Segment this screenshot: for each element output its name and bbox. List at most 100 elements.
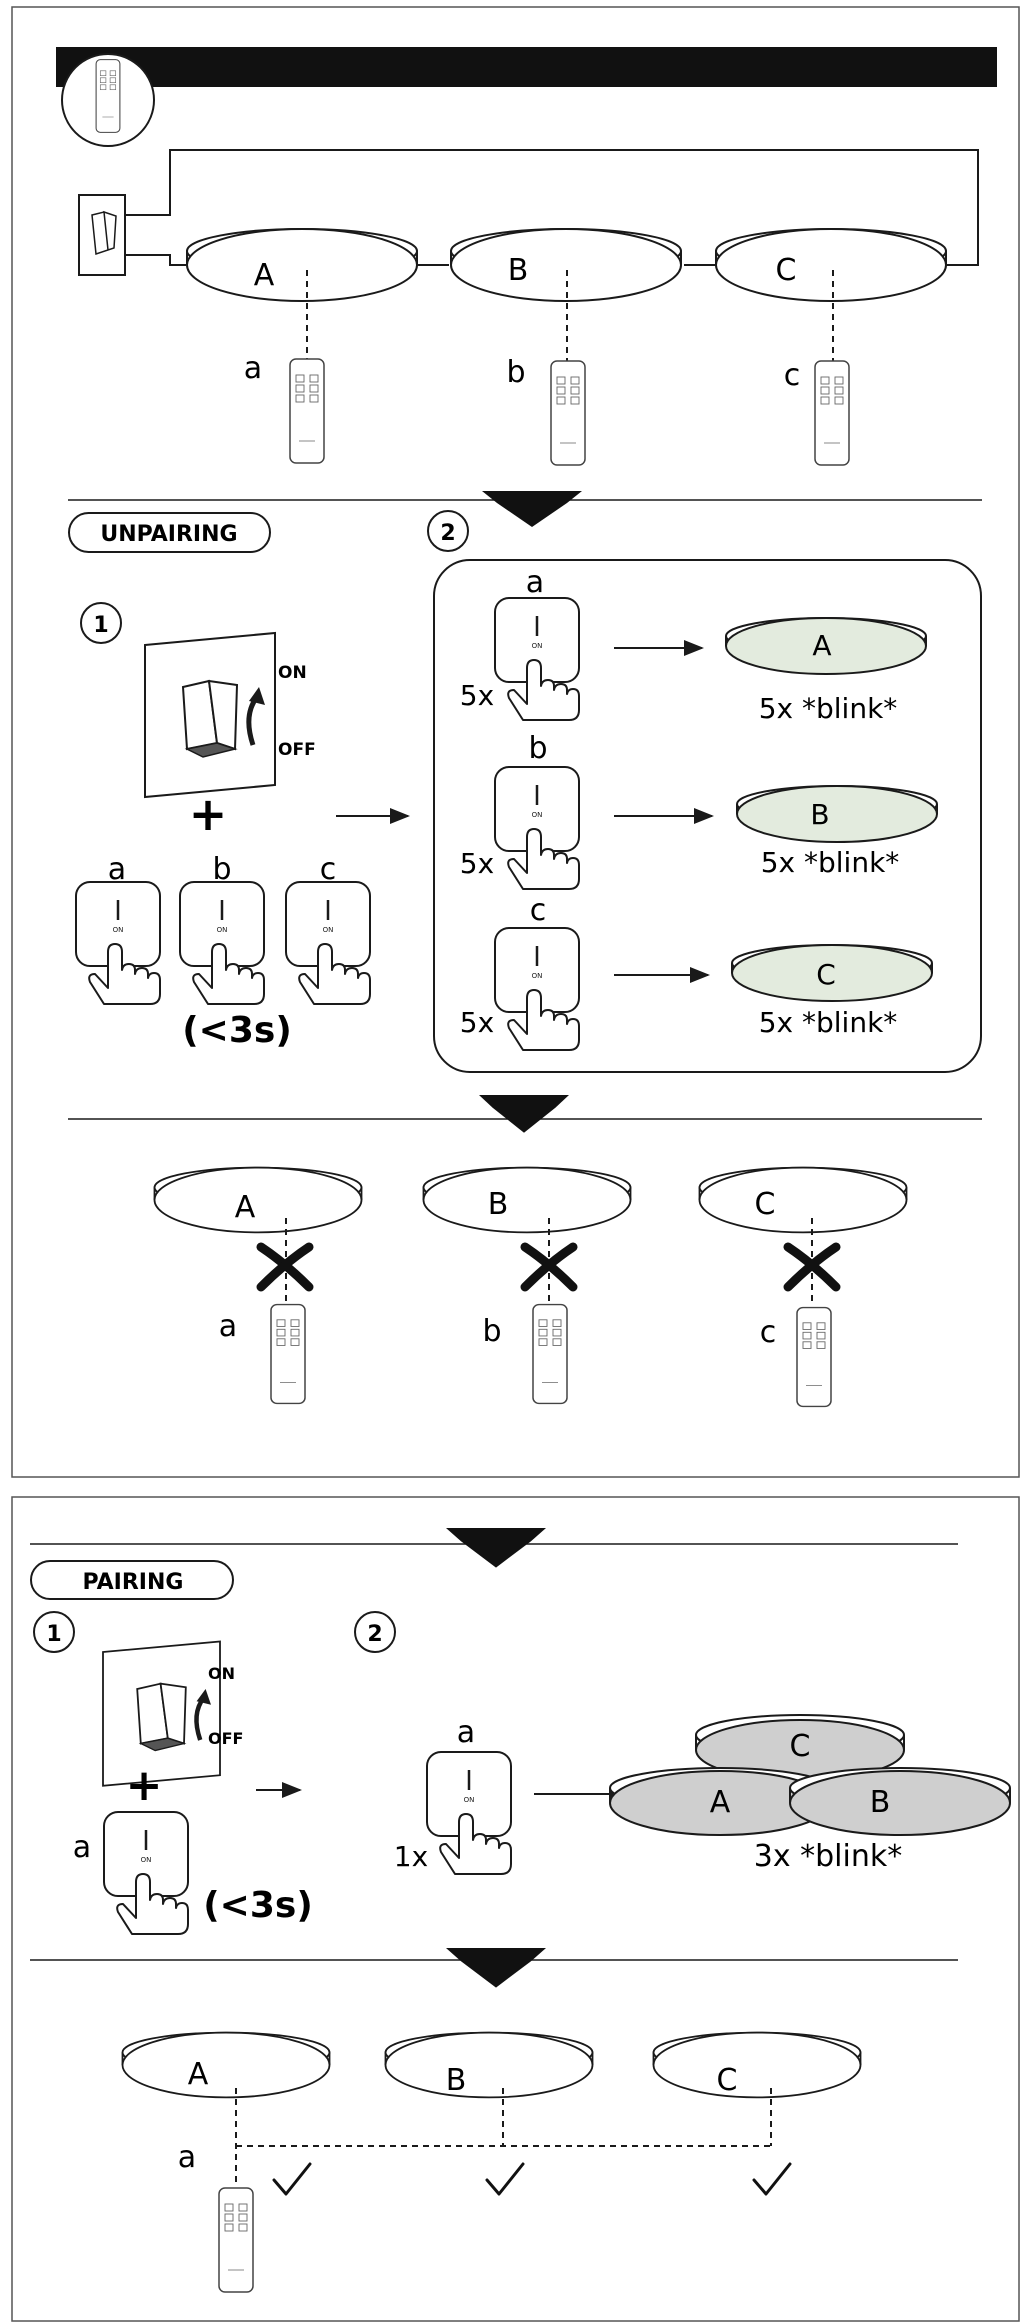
- unpairing-step1-num: 1: [93, 613, 108, 638]
- top-link-lines: [306, 270, 834, 362]
- remote-icon: [270, 1303, 306, 1405]
- pairing-lamp-b-label: B: [870, 1785, 891, 1820]
- top-lamp-b: [450, 228, 682, 302]
- unpairing-step-b-remote: b: [528, 731, 547, 766]
- unpairing-step1-badge: [80, 602, 122, 644]
- result-remote-b-label: b: [482, 1314, 501, 1349]
- hand-press-icon: [493, 596, 581, 722]
- switch-glyph: [91, 210, 117, 256]
- hand-press-icon: [178, 880, 266, 1006]
- unpairing-duration: (<3s): [182, 1010, 292, 1051]
- arrow-down-icon: [479, 1095, 569, 1133]
- wiring-line: [125, 149, 979, 266]
- pairing-result-lamp-a: [121, 2031, 331, 2099]
- remote-icon: [814, 360, 850, 466]
- pairing-step2-remote: a: [457, 1715, 475, 1750]
- pairing-step1-num: 1: [46, 1622, 61, 1647]
- ceiling-lamp-icon: [736, 785, 938, 843]
- result-lamp-b: [422, 1166, 632, 1234]
- panel-top-frame: [11, 6, 1020, 1478]
- arrow-down-icon: [446, 1528, 546, 1568]
- result-lamp-c-label: C: [755, 1187, 776, 1222]
- top-lamp-b-label: B: [508, 253, 529, 288]
- unpairing-step-b-lamp: B: [810, 798, 829, 831]
- check-icon: [272, 2162, 312, 2196]
- pairing-link-lines: [235, 2088, 772, 2185]
- pairing-step2-badge: [354, 1611, 396, 1653]
- remote-icon: [95, 59, 121, 133]
- unpairing-step2-badge: [427, 510, 469, 552]
- pairing-plus: +: [126, 1760, 163, 1811]
- remote-icon: [289, 358, 325, 464]
- pairing-result-lamp-b: [384, 2031, 594, 2099]
- unpairing-remote-a-label: a: [108, 852, 126, 887]
- pairing-result-lamp-c: [652, 2031, 862, 2099]
- unpairing-switch-on: ON: [278, 663, 307, 683]
- unpairing-step-a-lamp: A: [812, 629, 831, 662]
- unpairing-step-b-result: 5x *blink*: [761, 846, 900, 879]
- pairing-step1-badge: [33, 1611, 75, 1653]
- unpairing-pill: [68, 512, 271, 553]
- pairing-switch-on: ON: [208, 1664, 235, 1683]
- pairing-lamp-a-label: A: [710, 1785, 731, 1820]
- top-lamp-a: [186, 228, 418, 302]
- unpairing-step-c-remote: c: [530, 893, 547, 928]
- unpairing-step2-num: 2: [440, 521, 455, 546]
- remote-icon: [218, 2187, 254, 2293]
- unpairing-switch-off: OFF: [278, 740, 316, 760]
- top-lamp-c-label: C: [776, 253, 797, 288]
- pairing-result: 3x *blink*: [754, 1839, 902, 1874]
- hand-press-icon: [74, 880, 162, 1006]
- pairing-lamp-b: [789, 1767, 1011, 1836]
- result-lamp-a-label: A: [235, 1190, 256, 1225]
- unpairing-step2-box: [433, 559, 982, 1073]
- pairing-remote-label: a: [73, 1830, 91, 1865]
- hand-press-icon: [284, 880, 372, 1006]
- unpairing-step-c-lamp: C: [816, 958, 836, 991]
- panel-bottom-frame: [11, 1496, 1020, 2322]
- pairing-step2-num: 2: [367, 1622, 382, 1647]
- unpairing-remote-c-label: c: [320, 852, 337, 887]
- remote-icon: [550, 360, 586, 466]
- pairing-result-lamp-b-label: B: [446, 2063, 467, 2098]
- result-lamp-c: [698, 1166, 908, 1234]
- pairing-step2-count: 1x: [394, 1840, 428, 1873]
- unpairing-step-c-count: 5x: [460, 1006, 494, 1039]
- pairing-pill: [30, 1560, 234, 1600]
- arrow-down-icon: [482, 491, 582, 527]
- pairing-result-lamp-c-label: C: [717, 2063, 738, 2098]
- hand-press-icon: [102, 1810, 190, 1936]
- unpairing-step-c-result: 5x *blink*: [759, 1006, 898, 1039]
- unpairing-title: UNPAIRING: [100, 522, 237, 547]
- pairing-result-remote-label: a: [178, 2140, 196, 2175]
- hand-press-icon: [493, 926, 581, 1052]
- pairing-lamp-c-label: C: [790, 1729, 811, 1764]
- unpairing-step-b-count: 5x: [460, 847, 494, 880]
- check-icon: [752, 2162, 792, 2196]
- top-lamp-a-label: A: [254, 258, 275, 293]
- result-lamp-a: [153, 1166, 363, 1234]
- remote-icon: [532, 1303, 568, 1405]
- hand-press-icon: [425, 1750, 513, 1876]
- top-remote-c-label: c: [784, 358, 801, 393]
- result-lamp-b-label: B: [488, 1187, 509, 1222]
- unpairing-step-a-result: 5x *blink*: [759, 692, 898, 725]
- unpairing-plus: +: [189, 787, 228, 841]
- arrow-down-icon: [446, 1948, 546, 1988]
- pairing-switch-off: OFF: [208, 1729, 243, 1748]
- result-remote-c-label: c: [760, 1315, 777, 1350]
- pairing-title: PAIRING: [83, 1570, 184, 1595]
- unpairing-step-a-remote: a: [526, 565, 544, 600]
- unpairing-remote-b-label: b: [212, 852, 231, 887]
- top-lamp-c: [715, 228, 947, 302]
- pairing-lamp-c: [695, 1714, 905, 1781]
- wall-switch-icon: [145, 633, 275, 797]
- check-icon: [485, 2162, 525, 2196]
- pairing-result-lamp-a-label: A: [188, 2057, 209, 2092]
- top-remote-b-label: b: [506, 355, 525, 390]
- top-remote-a-label: a: [244, 351, 262, 386]
- pairing-duration: (<3s): [203, 1885, 313, 1926]
- header-bar: [56, 47, 997, 87]
- result-link-lines: [285, 1218, 813, 1305]
